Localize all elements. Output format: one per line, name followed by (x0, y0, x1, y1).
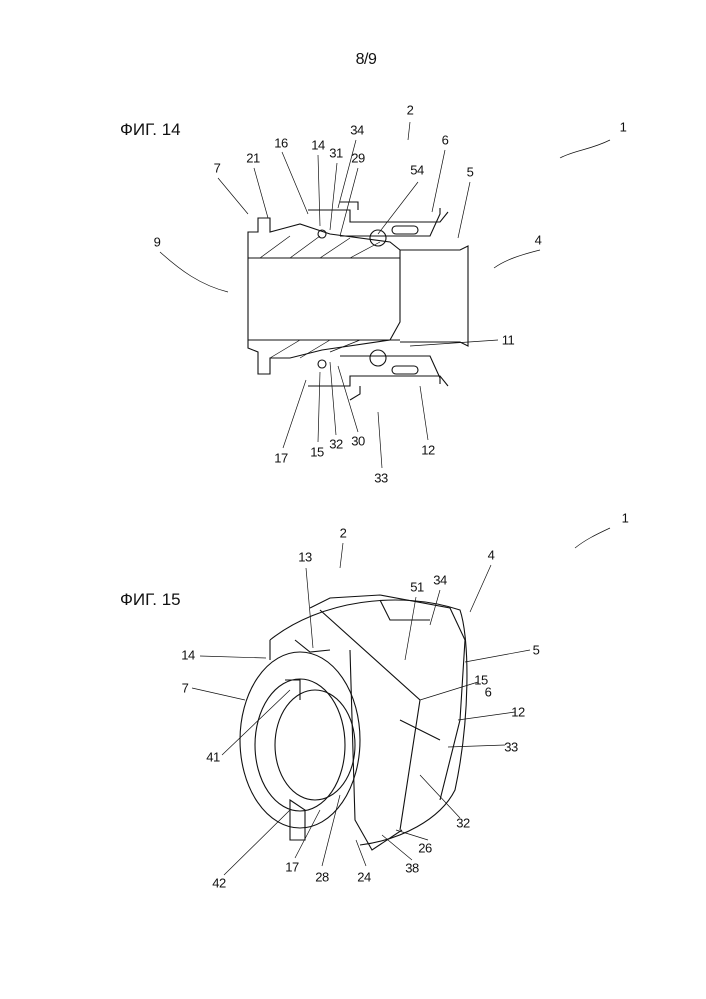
ref-label: 2 (340, 526, 347, 541)
ref-label: 7 (182, 681, 189, 696)
ref-label: 28 (315, 870, 328, 885)
ref-label: 34 (433, 573, 446, 588)
ref-label: 32 (456, 816, 469, 831)
ref-label: 38 (405, 861, 418, 876)
ref-label: 51 (410, 580, 423, 595)
ref-label: 26 (418, 841, 431, 856)
ref-label: 33 (504, 740, 517, 755)
ref-label: 13 (298, 550, 311, 565)
ref-label: 12 (511, 705, 524, 720)
ref-label: 42 (212, 876, 225, 891)
ref-label: 41 (206, 750, 219, 765)
ref-label: 1 (622, 511, 629, 526)
ref-label: 17 (285, 860, 298, 875)
ref-label: 14 (181, 648, 194, 663)
ref-label: 24 (357, 870, 370, 885)
ref-label: 6 (485, 685, 492, 700)
ref-label: 5 (533, 643, 540, 658)
ref-label: 4 (488, 548, 495, 563)
